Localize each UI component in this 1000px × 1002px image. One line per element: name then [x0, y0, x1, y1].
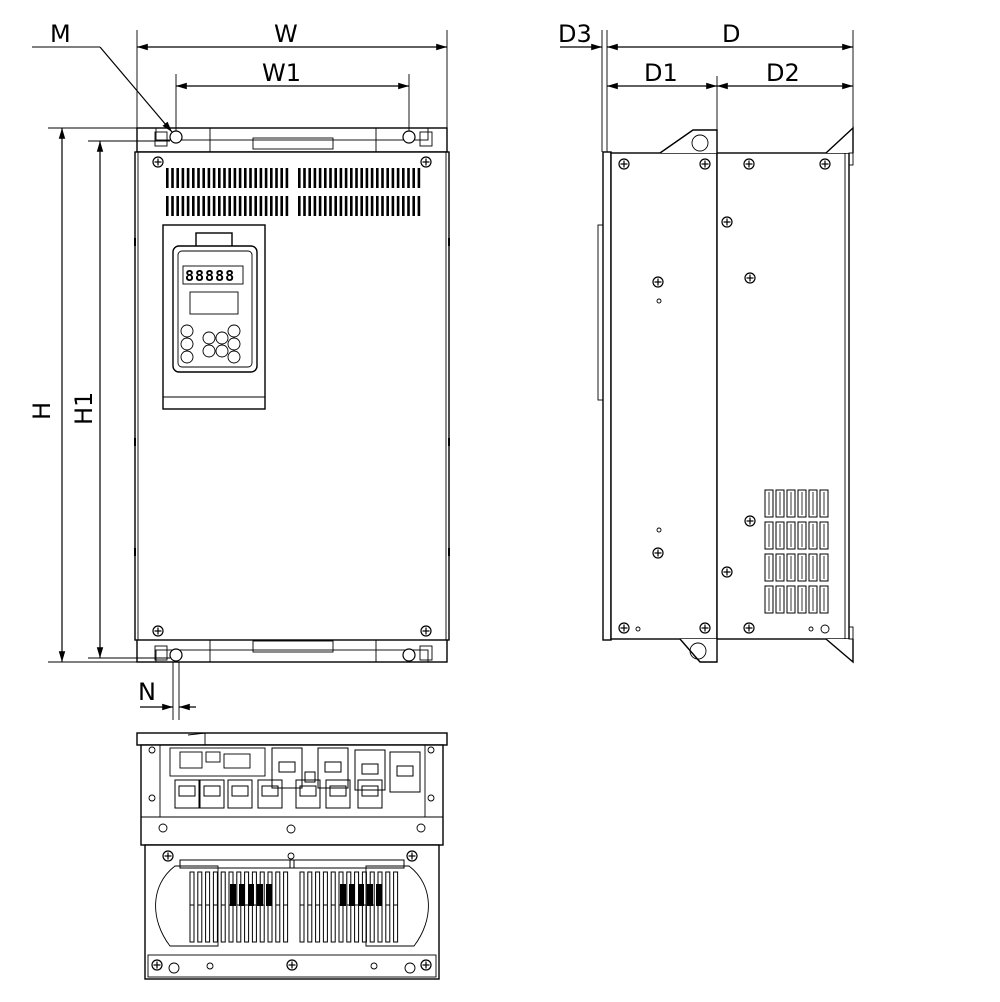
- mounting-hole: [402, 648, 416, 662]
- side-dimensions: D D3 D1 D2: [558, 20, 854, 152]
- dim-d3-label: D3: [558, 20, 592, 48]
- keypad-buttons: [180, 324, 241, 364]
- dim-m-label: M: [50, 20, 71, 48]
- side-vent-grille: [764, 489, 829, 614]
- bottom-mounting-bracket: [136, 637, 448, 663]
- keypad-display-text: 88888: [185, 267, 235, 285]
- power-terminals: [174, 747, 421, 809]
- top-mounting-bracket: [136, 127, 448, 153]
- front-view: 88888: [134, 127, 450, 663]
- dim-h1-label: H1: [70, 392, 98, 425]
- dim-d-label: D: [722, 20, 740, 48]
- mounting-hole: [169, 648, 183, 662]
- keypad: 88888: [162, 224, 266, 410]
- dim-w-label: W: [274, 20, 298, 48]
- dim-d2-label: D2: [766, 59, 800, 87]
- keypad-led-display: [182, 265, 244, 285]
- mounting-hole: [402, 130, 416, 144]
- bottom-view: [136, 732, 448, 980]
- dim-h-label: H: [28, 402, 56, 420]
- keypad-lcd: [189, 291, 239, 315]
- fan-grille: [179, 859, 405, 943]
- front-vent-grille: [166, 168, 421, 216]
- dim-d1-label: D1: [644, 59, 678, 87]
- dim-n-label: N: [138, 678, 156, 706]
- side-view: [597, 126, 854, 664]
- mounting-hole: [169, 130, 183, 144]
- dim-w1-label: W1: [262, 59, 301, 87]
- front-dimensions: W W1 M H H1 N: [28, 20, 448, 720]
